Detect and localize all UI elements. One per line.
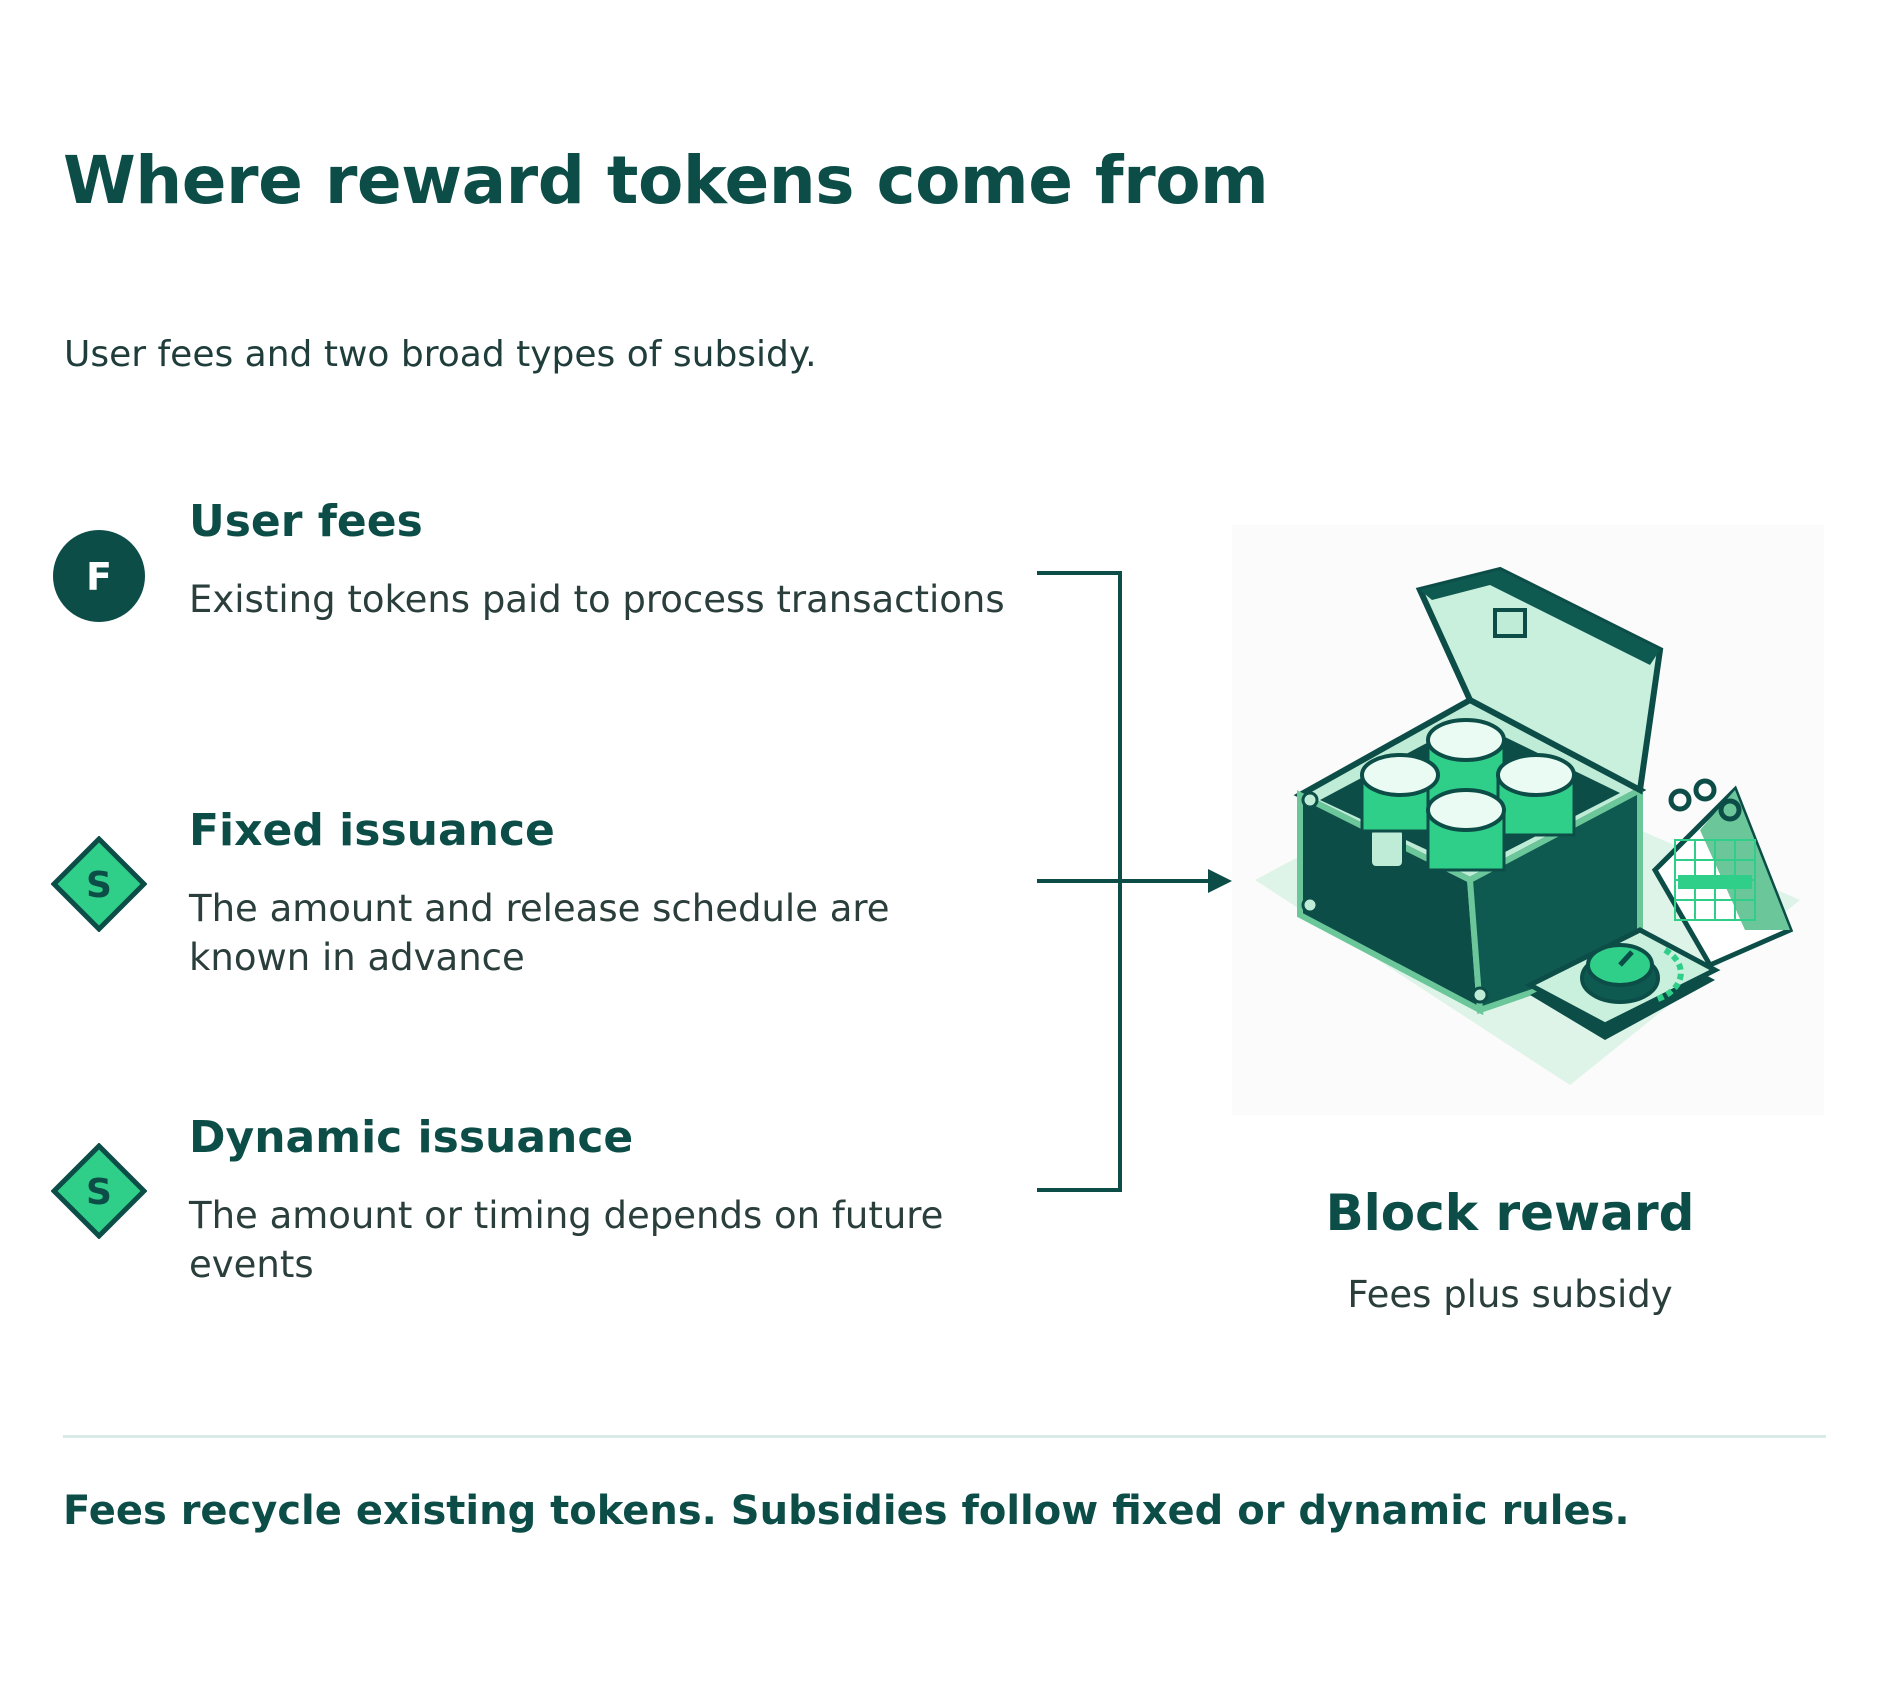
badge-letter: S (86, 865, 112, 906)
source-description: The amount and release schedule are know… (189, 887, 890, 979)
badge-letter: F (86, 555, 112, 599)
subsidy-badge-icon: S (51, 836, 147, 932)
block-reward-title: Block reward (1325, 1184, 1695, 1242)
dial-icon (1524, 927, 1721, 1040)
source-description: The amount or timing depends on future e… (189, 1194, 944, 1286)
source-heading: Dynamic issuance (189, 1112, 634, 1163)
arrow-head-icon (1208, 869, 1232, 893)
subsidy-badge-icon: S (51, 1143, 147, 1239)
source-heading: Fixed issuance (189, 805, 555, 856)
source-description: Existing tokens paid to process transact… (189, 578, 1005, 621)
coin-stacks-icon (1360, 718, 1576, 872)
treasure-chest-icon (1232, 525, 1824, 1115)
bracket-connector (1037, 571, 1218, 1192)
footer-summary: Fees recycle existing tokens. Subsidies … (63, 1488, 1630, 1534)
badge-letter: S (86, 1172, 112, 1213)
block-reward-subtitle: Fees plus subsidy (1347, 1273, 1673, 1316)
page-title: Where reward tokens come from (63, 142, 1269, 219)
fee-badge-icon: F (53, 530, 145, 622)
calendar-icon (1651, 778, 1794, 969)
source-heading: User fees (189, 496, 423, 547)
page-subtitle: User fees and two broad types of subsidy… (64, 334, 817, 375)
divider (63, 1435, 1826, 1438)
